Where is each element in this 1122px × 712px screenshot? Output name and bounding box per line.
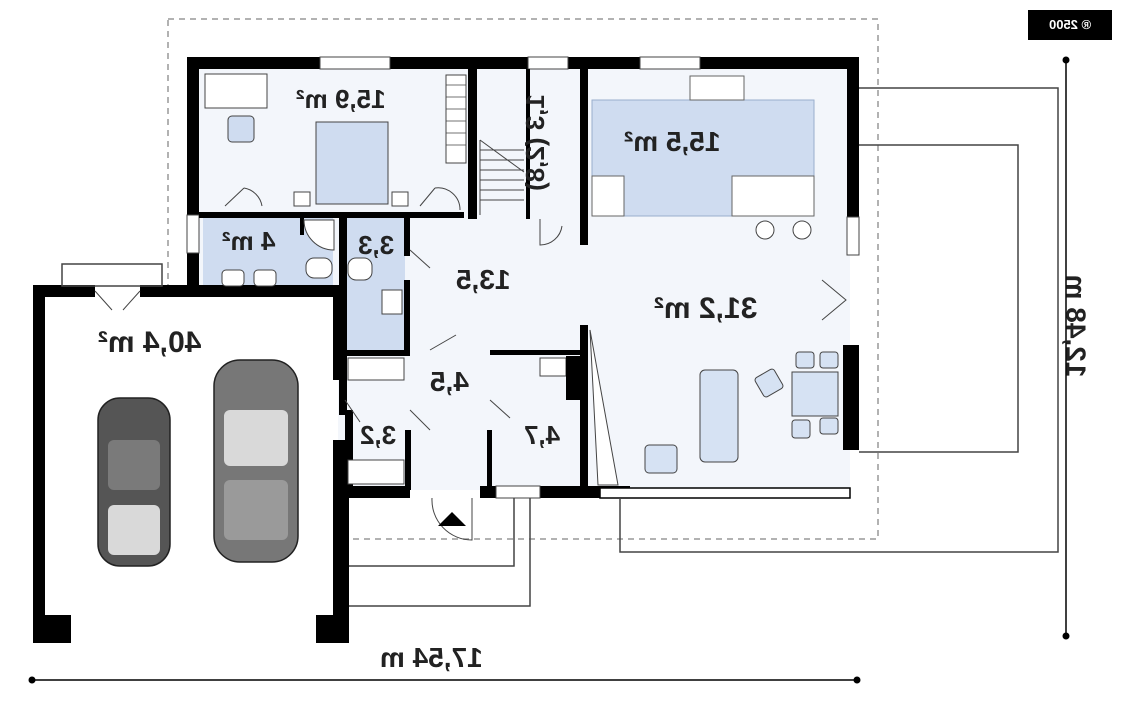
utility-appliance — [566, 356, 580, 400]
room-label-bedroom: 15,9 m² — [296, 84, 386, 114]
wc-floor — [345, 217, 405, 352]
room-label-bathroom: 4 m² — [222, 226, 276, 256]
garage-wall-top-left — [33, 285, 95, 297]
sofa — [699, 369, 739, 463]
garage-wall-left — [33, 285, 45, 643]
house-wall-right-top — [847, 57, 859, 217]
dimension-width — [28, 676, 861, 684]
dining-table — [791, 371, 839, 417]
window-kitchen — [639, 56, 701, 70]
house-wall-bottom-mid — [480, 486, 498, 498]
plan-number-text: ® 2500 — [1048, 17, 1092, 32]
wall-closet-top — [345, 410, 353, 486]
room-label-garage: 40,4 m² — [98, 326, 202, 359]
bath-toilet — [305, 257, 333, 279]
dimension-width-label: 17,54 m — [380, 642, 483, 673]
terrace-outline — [349, 87, 1059, 607]
wall-utility-top — [490, 350, 586, 355]
utility-sink — [539, 357, 567, 377]
living-armchair — [644, 444, 678, 474]
dining-chair — [791, 419, 811, 439]
car-right — [213, 359, 299, 563]
dining-chair — [795, 351, 815, 369]
bath-sink-right — [253, 269, 277, 287]
garage-canopy — [61, 263, 163, 287]
kitchen-counter — [731, 175, 815, 217]
house-wall-bottom-left — [345, 486, 410, 498]
wc-toilet — [347, 257, 373, 281]
plan-number-badge: ® 2500 — [1028, 10, 1112, 40]
garage-pier-left — [33, 615, 71, 643]
wall-bath-right — [300, 215, 304, 235]
car-left — [97, 397, 171, 567]
dimension-depth-label: 12,48 m — [1060, 274, 1092, 378]
wall-utility-left — [487, 430, 492, 490]
wc-sink — [381, 289, 403, 315]
window-stair — [527, 56, 569, 70]
kitchen-cabinet — [591, 175, 625, 217]
wall-wc-left — [339, 215, 347, 415]
nightstand-right — [391, 191, 409, 207]
window-bath — [186, 214, 200, 254]
room-label-living: 31,2 m² — [654, 292, 758, 325]
wall-bath-bottom — [199, 285, 345, 291]
garage-door-swing — [94, 290, 141, 311]
fireplace — [589, 329, 619, 486]
bedroom-armchair — [227, 115, 255, 143]
wall-living-left — [580, 325, 588, 495]
window-entry — [495, 485, 541, 499]
garage-pier-right — [316, 615, 349, 643]
wall-kitchen-left — [580, 69, 588, 245]
bar-stool — [755, 220, 775, 240]
wall-stair-right — [526, 69, 530, 219]
bath-sink-left — [221, 269, 245, 287]
wall-closet-right — [405, 430, 411, 490]
room-label-hall: 13,5 — [456, 264, 511, 295]
wardrobe-closet-top — [347, 357, 405, 381]
staircase — [479, 139, 525, 215]
kitchen-top-counter — [689, 75, 745, 101]
room-label-utility: 4,7 — [524, 420, 561, 450]
room-label-closet: 3,2 — [360, 420, 397, 450]
wall-wc-right-low — [404, 280, 410, 354]
bedroom-desk — [204, 73, 268, 109]
house-wall-top — [187, 57, 859, 69]
wall-stair-left — [468, 69, 477, 219]
dining-chair — [819, 417, 839, 435]
house-wall-bottom-living — [599, 487, 851, 499]
entry-arrow-icon — [438, 512, 466, 526]
room-label-kitchen: 15,5 m² — [624, 126, 721, 157]
room-label-stair: 1,3 (2,8) — [519, 94, 550, 191]
living-chair — [754, 368, 784, 398]
bed — [315, 121, 389, 205]
door-swings — [224, 187, 847, 541]
wall-bedroom-bottom — [199, 212, 464, 218]
bar-stool — [792, 220, 812, 240]
house-wall-right-bottom — [843, 345, 859, 450]
wall-wc-bottom — [339, 350, 410, 356]
window-bedroom — [319, 56, 391, 70]
dining-chair — [819, 351, 839, 369]
wall-wc-right — [404, 216, 410, 256]
wardrobe-closet-bottom — [347, 459, 405, 485]
shower — [303, 219, 335, 251]
window-living-right — [846, 216, 860, 256]
dimension-depth — [1062, 56, 1070, 640]
room-label-wc: 3,3 — [358, 230, 395, 260]
nightstand-left — [293, 191, 311, 207]
room-label-vestibule: 4,5 — [430, 366, 469, 397]
roof-outline — [167, 18, 879, 540]
wardrobe-bedroom — [445, 74, 467, 164]
